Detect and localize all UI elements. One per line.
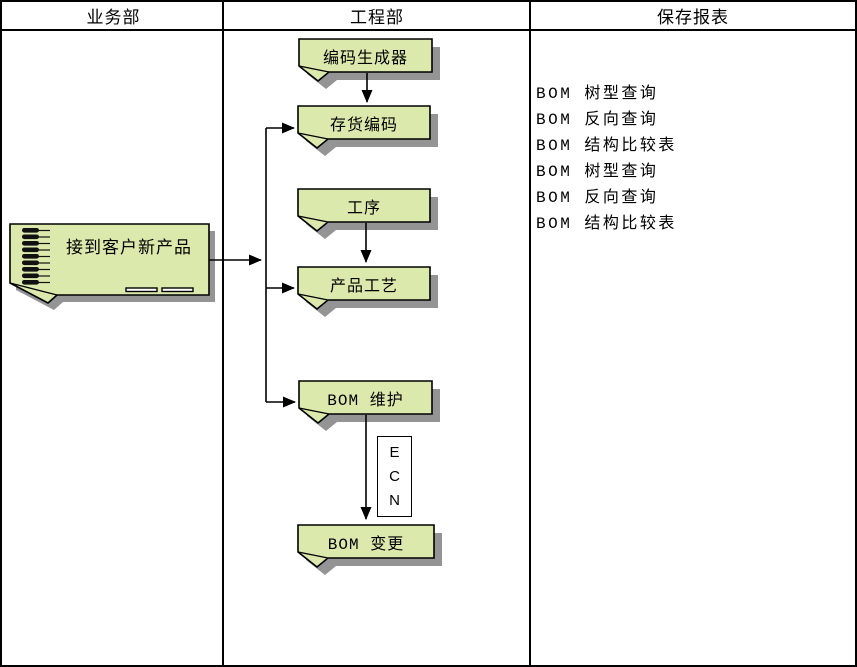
node-label-operation[interactable]: 工序 xyxy=(346,199,381,218)
report-item[interactable]: BOM 树型查询 xyxy=(536,163,659,181)
node-label-inventory-code[interactable]: 存货编码 xyxy=(329,116,398,135)
report-item[interactable]: BOM 反向查询 xyxy=(536,189,659,207)
source-card-label[interactable]: 接到客户新产品 xyxy=(66,240,192,259)
lane-header-saved-reports: 保存报表 xyxy=(657,8,729,27)
ecn-letter: E xyxy=(389,444,400,461)
lane-header-engineering-dept: 工程部 xyxy=(350,8,404,27)
node-shape-bom-maintenance[interactable] xyxy=(298,380,433,425)
signature-lines-icon xyxy=(125,287,194,293)
lane-divider-2 xyxy=(529,2,531,665)
saved-reports-list: BOM 树型查询 BOM 反向查询 BOM 结构比较表 BOM 树型查询 BOM… xyxy=(536,81,677,237)
ecn-letter: C xyxy=(389,468,400,485)
lane-divider-1 xyxy=(222,2,224,665)
node-shape-operation[interactable] xyxy=(297,188,431,233)
node-shape-product-process[interactable] xyxy=(297,266,431,311)
ecn-annotation-box: E C N xyxy=(377,436,412,517)
report-item[interactable]: BOM 结构比较表 xyxy=(536,215,677,233)
spiral-binding-icon xyxy=(22,228,50,285)
node-label-code-generator[interactable]: 编码生成器 xyxy=(322,49,408,68)
lane-header-business-dept: 业务部 xyxy=(86,8,141,27)
report-item[interactable]: BOM 反向查询 xyxy=(536,111,659,129)
node-label-bom-maintenance[interactable]: BOM 维护 xyxy=(327,391,404,410)
source-card-shape[interactable] xyxy=(9,223,210,304)
node-shape-bom-change[interactable] xyxy=(297,524,435,569)
node-shape-inventory-code[interactable] xyxy=(297,105,431,150)
header-divider-line xyxy=(2,29,855,31)
node-shape-code-generator[interactable] xyxy=(298,38,433,83)
report-item[interactable]: BOM 树型查询 xyxy=(536,85,659,103)
node-label-product-process[interactable]: 产品工艺 xyxy=(329,277,398,296)
node-label-bom-change[interactable]: BOM 变更 xyxy=(327,535,405,554)
ecn-letter: N xyxy=(389,492,400,509)
report-item[interactable]: BOM 结构比较表 xyxy=(536,137,677,155)
